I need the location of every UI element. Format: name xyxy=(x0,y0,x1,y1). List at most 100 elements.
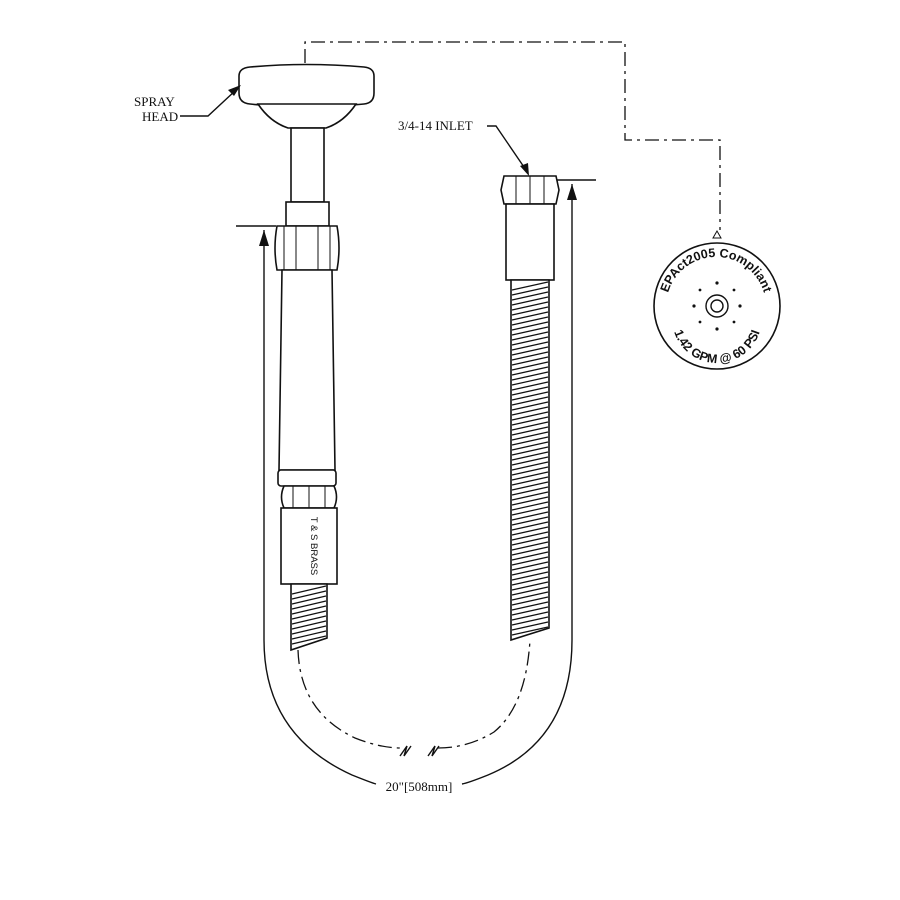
thread-line xyxy=(511,456,549,466)
length-label: 20"[508mm] xyxy=(386,779,453,794)
thread-line xyxy=(511,466,549,476)
thread-line xyxy=(511,326,549,336)
lower-hex-nut xyxy=(280,485,338,509)
thread-line xyxy=(511,451,549,461)
thread-line xyxy=(511,306,549,316)
thread-line xyxy=(291,620,327,630)
hose-loop-right xyxy=(437,639,531,749)
thread-line xyxy=(511,501,549,511)
thread-line xyxy=(511,356,549,366)
thread-line xyxy=(511,406,549,416)
thread-line xyxy=(511,291,549,301)
thread-line xyxy=(511,621,549,631)
thread-line xyxy=(291,610,327,620)
thread-line xyxy=(511,476,549,486)
spray-head xyxy=(238,63,375,227)
brand-sleeve: T & S BRASS xyxy=(280,507,338,585)
thread-line xyxy=(511,561,549,571)
thread-line xyxy=(291,605,327,615)
thread-line xyxy=(511,296,549,306)
thread-line xyxy=(511,586,549,596)
thread-line xyxy=(511,446,549,456)
thread-line xyxy=(511,341,549,351)
inlet-label: 3/4-14 INLET xyxy=(398,118,473,133)
thread-line xyxy=(511,606,549,616)
break-mark xyxy=(399,745,440,757)
thread-line xyxy=(511,521,549,531)
detail-connector-line xyxy=(304,41,721,230)
thread-line xyxy=(511,481,549,491)
thread-line xyxy=(511,311,549,321)
thread-line xyxy=(511,626,549,636)
thread-line xyxy=(511,566,549,576)
thread-line xyxy=(511,381,549,391)
thread-line xyxy=(291,625,327,635)
thread-line xyxy=(511,351,549,361)
thread-line xyxy=(511,576,549,586)
thread-line xyxy=(511,346,549,356)
thread-line xyxy=(511,411,549,421)
thread-line xyxy=(511,591,549,601)
thread-line xyxy=(511,496,549,506)
thread-line xyxy=(511,516,549,526)
thread-line xyxy=(511,436,549,446)
inlet-hose xyxy=(510,279,550,642)
thread-line xyxy=(511,281,549,291)
thread-line xyxy=(511,371,549,381)
thread-line xyxy=(511,506,549,516)
thread-line xyxy=(511,441,549,451)
thread-line xyxy=(291,590,327,600)
thread-line xyxy=(511,601,549,611)
thread-line xyxy=(511,416,549,426)
thread-line xyxy=(511,556,549,566)
thread-line xyxy=(511,571,549,581)
thread-line xyxy=(511,421,549,431)
thread-line xyxy=(511,471,549,481)
thread-line xyxy=(511,536,549,546)
thread-line xyxy=(511,581,549,591)
thread-line xyxy=(511,331,549,341)
thread-line xyxy=(291,635,327,645)
thread-line xyxy=(291,595,327,605)
inlet-fitting xyxy=(500,175,560,281)
left-hose-stub xyxy=(290,583,328,652)
thread-line xyxy=(511,366,549,376)
thread-line xyxy=(291,600,327,610)
spray-valve-body xyxy=(277,269,337,487)
hose-loop-left xyxy=(297,649,403,749)
thread-line xyxy=(511,546,549,556)
thread-line xyxy=(511,431,549,441)
thread-line xyxy=(511,376,549,386)
thread-line xyxy=(511,321,549,331)
thread-line xyxy=(511,551,549,561)
thread-line xyxy=(511,401,549,411)
thread-line xyxy=(511,391,549,401)
thread-line xyxy=(511,316,549,326)
spray-head-label-line2: HEAD xyxy=(142,109,178,124)
thread-line xyxy=(511,426,549,436)
thread-line xyxy=(511,531,549,541)
thread-line xyxy=(511,611,549,621)
thread-line xyxy=(511,286,549,296)
thread-line xyxy=(511,616,549,626)
thread-line xyxy=(511,541,549,551)
thread-line xyxy=(511,361,549,371)
spray-head-callout: SPRAY HEAD xyxy=(134,85,241,124)
length-dimension: 20"[508mm] xyxy=(236,179,596,794)
thread-line xyxy=(511,596,549,606)
thread-line xyxy=(511,301,549,311)
thread-line xyxy=(511,526,549,536)
thread-line xyxy=(511,396,549,406)
thread-line xyxy=(511,491,549,501)
thread-line xyxy=(511,461,549,471)
thread-line xyxy=(511,386,549,396)
spray-head-label-line1: SPRAY xyxy=(134,94,175,109)
inlet-callout: 3/4-14 INLET xyxy=(398,118,529,176)
thread-line xyxy=(511,336,549,346)
thread-line xyxy=(291,615,327,625)
thread-line xyxy=(511,486,549,496)
upper-coupling-nut xyxy=(274,225,340,271)
thread-line xyxy=(291,630,327,640)
